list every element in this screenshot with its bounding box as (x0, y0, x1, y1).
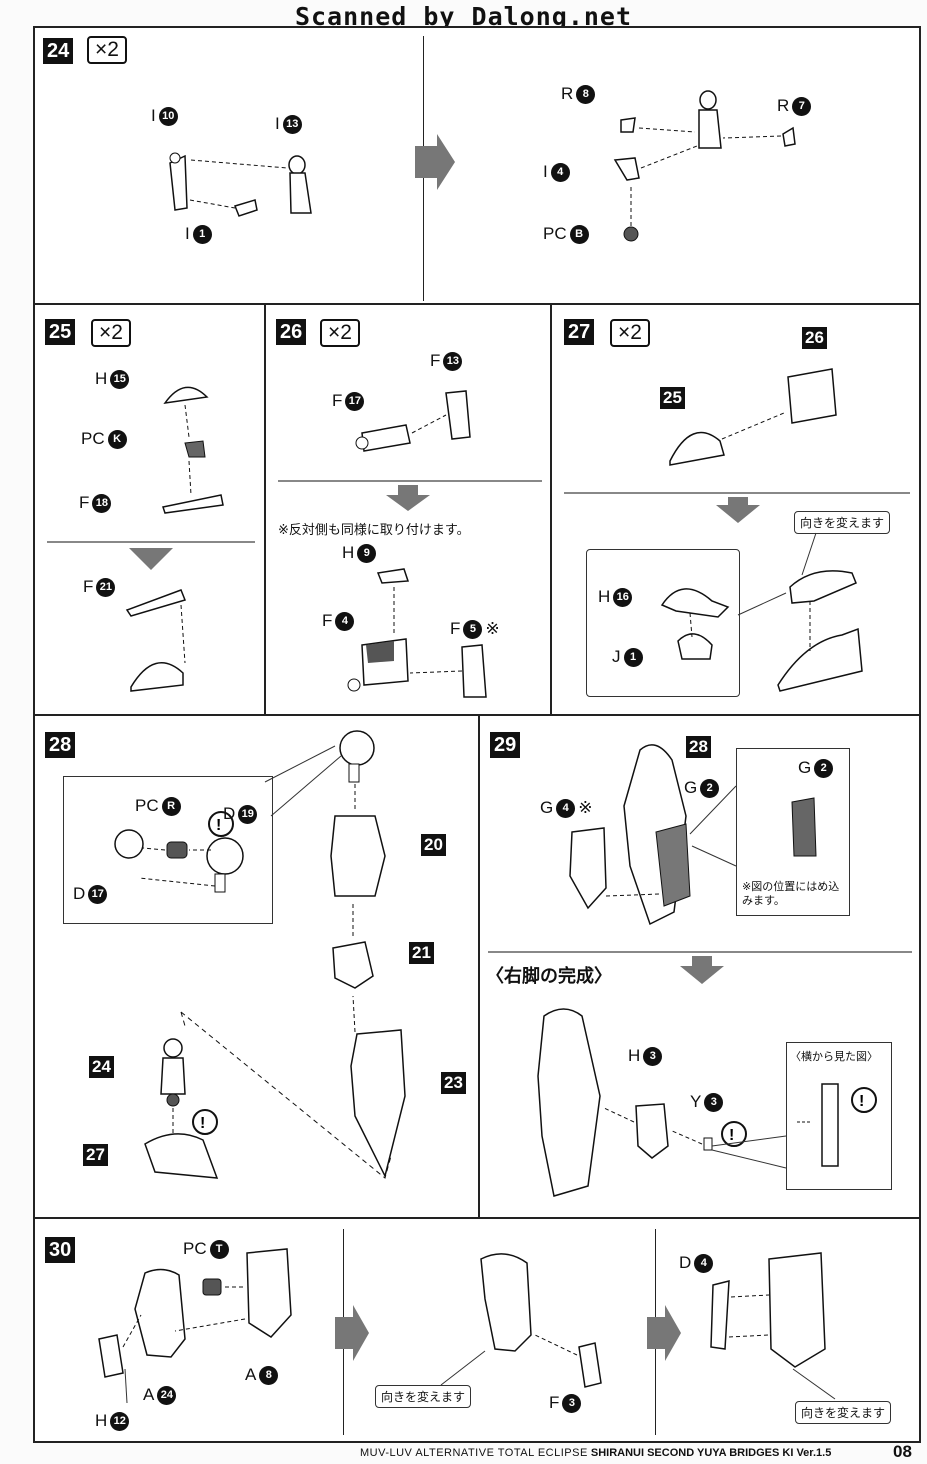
part-diagram: ! ! (488, 744, 912, 1197)
multiplier-badge: ×2 (320, 319, 360, 347)
part-diagram (564, 368, 910, 692)
step-number: 29 (490, 732, 521, 758)
detail-inset (586, 549, 740, 697)
footer-title: MUV-LUV ALTERNATIVE TOTAL ECLIPSE SHIRAN… (360, 1447, 832, 1459)
side-view-inset (786, 1042, 892, 1190)
multiplier-badge: ×2 (610, 319, 650, 347)
page-number: 08 (893, 1442, 912, 1461)
step-reference: 28 (686, 736, 711, 758)
step-number: 24 (43, 38, 74, 64)
part-diagram (47, 386, 255, 692)
rotate-callout: 向きを変えます (794, 511, 891, 534)
step-number: 30 (45, 1237, 76, 1263)
step-reference: 27 (83, 1144, 108, 1166)
part-diagram: ! ! (114, 730, 406, 1179)
part-diagram (278, 390, 542, 698)
step-reference: 23 (441, 1072, 466, 1094)
detail-inset (63, 776, 273, 924)
svg-text:!: ! (216, 817, 221, 834)
step-reference: 21 (409, 942, 434, 964)
step-number: 25 (45, 319, 76, 345)
multiplier-badge: ×2 (87, 36, 127, 64)
step-reference: 24 (89, 1056, 114, 1078)
svg-text:!: ! (200, 1115, 205, 1132)
svg-text:!: ! (859, 1093, 864, 1110)
step-reference: 25 (660, 387, 685, 409)
svg-text:!: ! (729, 1127, 734, 1144)
multiplier-badge: ×2 (91, 319, 131, 347)
part-diagram (98, 1248, 836, 1404)
section-heading: 〈右脚の完成〉 (486, 966, 612, 987)
step-reference: 26 (802, 327, 827, 349)
rotate-callout: 向きを変えます (375, 1385, 472, 1408)
assembly-note: ※反対側も同様に取り付けます。 (278, 523, 470, 538)
detail-inset (736, 748, 850, 916)
step-reference: 20 (421, 834, 446, 856)
part-diagram (169, 90, 796, 242)
step-number: 26 (276, 319, 307, 345)
step-number: 27 (564, 319, 595, 345)
assembly-note: ※図の位置にはめ込みます。 (742, 880, 840, 907)
step-number: 28 (45, 732, 76, 758)
side-view-label: 〈横から見た図〉 (790, 1050, 878, 1063)
rotate-callout: 向きを変えます (795, 1401, 892, 1424)
